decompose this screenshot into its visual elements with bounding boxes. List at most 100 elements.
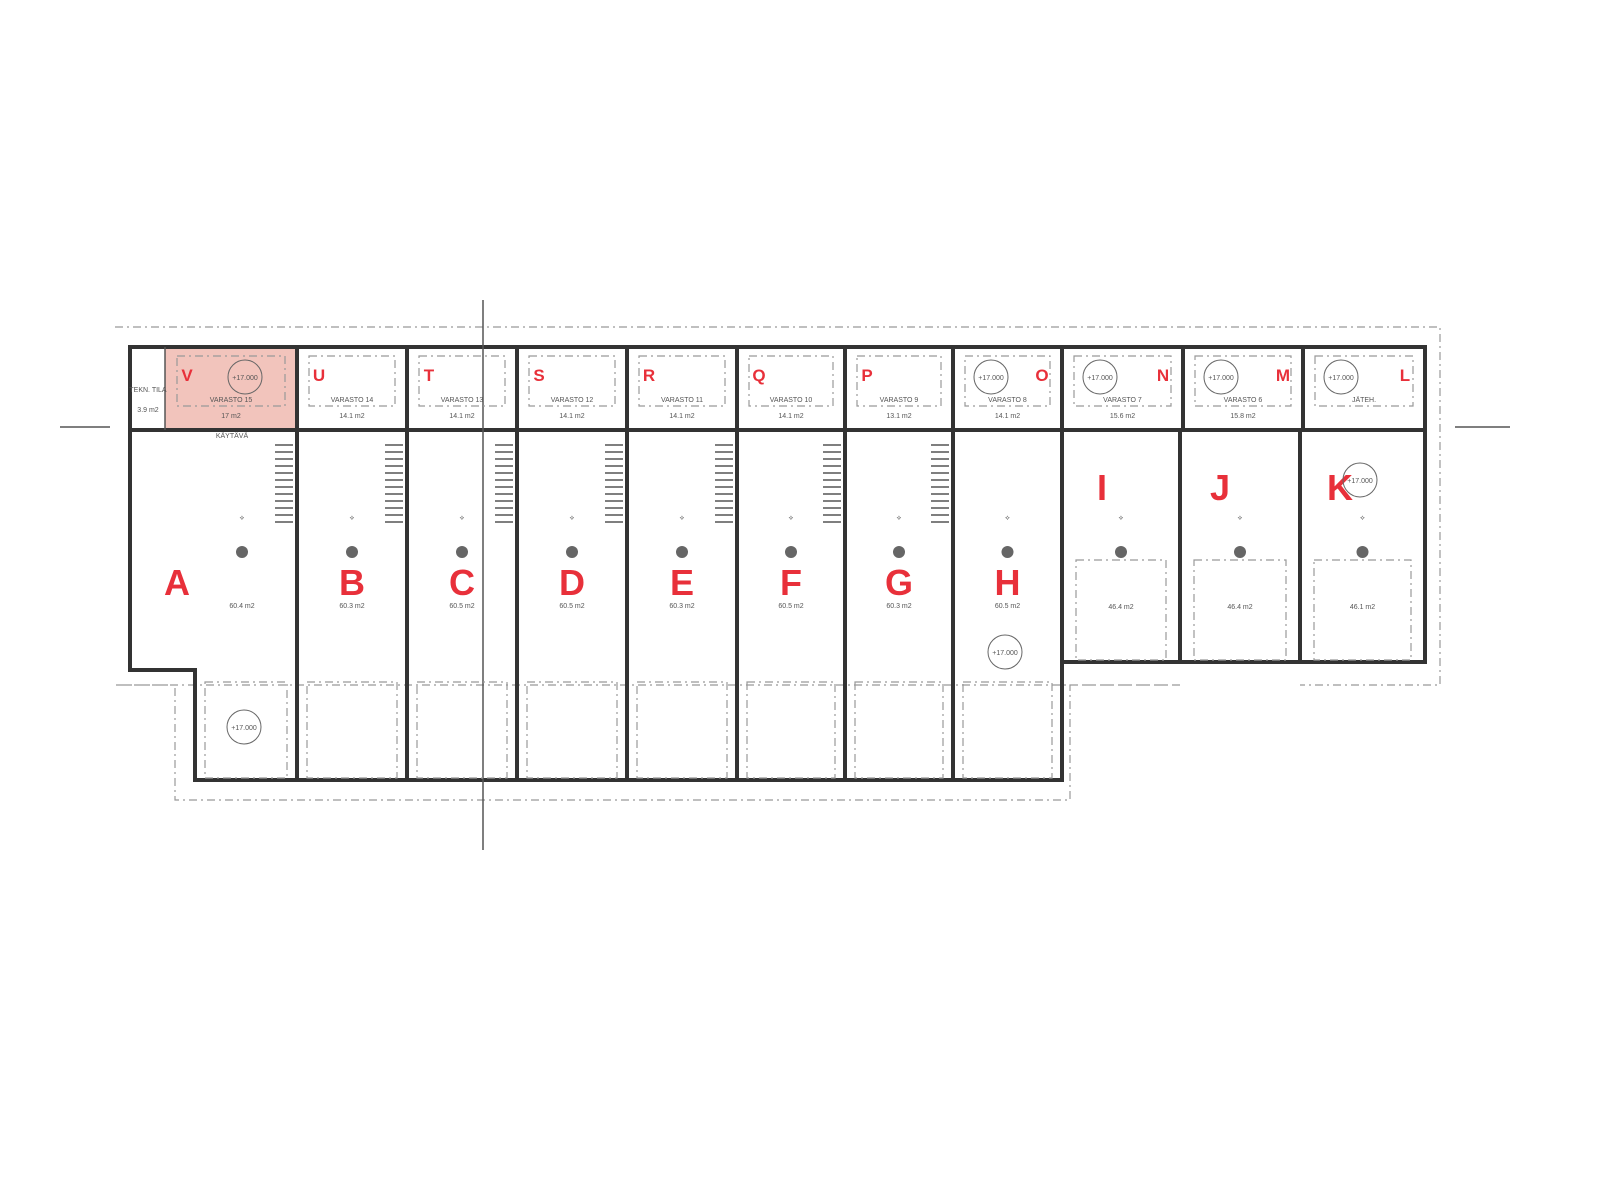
storage-v-highlight[interactable]	[165, 349, 297, 429]
unit-letter-f: F	[780, 562, 802, 603]
unit-letter-k: K	[1327, 467, 1353, 508]
unit-area: 46.4 m2	[1108, 604, 1133, 611]
elevation-marker	[226, 709, 262, 745]
elevation-label: +17.000	[978, 375, 1004, 382]
storage-area: 15.8 m2	[1230, 413, 1255, 420]
elevation-label: +17.000	[992, 650, 1018, 657]
light-fixture-icon: ⟡	[1360, 515, 1365, 522]
storage-outline	[308, 355, 396, 407]
storage-letter-o: O	[1035, 366, 1048, 385]
door-opening-outline	[1075, 559, 1167, 661]
floor-drain-icon	[676, 546, 688, 558]
storage-letter-t: T	[424, 366, 435, 385]
light-fixture-icon: ⟡	[1005, 515, 1010, 522]
storage-letter-u: U	[313, 366, 325, 385]
storage-outline	[176, 355, 286, 407]
unit-area: 46.1 m2	[1350, 604, 1375, 611]
door-opening-outline	[306, 681, 398, 779]
floor-drain-icon	[236, 546, 248, 558]
unit-area: 46.4 m2	[1227, 604, 1252, 611]
storage-letter-n: N	[1157, 366, 1169, 385]
floor-drain-icon	[346, 546, 358, 558]
elevation-label: +17.000	[1347, 478, 1373, 485]
unit-area: 60.4 m2	[229, 603, 254, 610]
storage-area: 14.1 m2	[669, 413, 694, 420]
storage-name: VARASTO 15	[210, 397, 253, 404]
unit-letter-e: E	[670, 562, 694, 603]
door-opening-outline	[204, 681, 288, 779]
elevation-marker	[1323, 359, 1359, 395]
storage-outline	[528, 355, 616, 407]
unit-letter-d: D	[559, 562, 585, 603]
door-opening-outline	[962, 681, 1053, 779]
storage-area: 15.6 m2	[1110, 413, 1135, 420]
storage-name: VARASTO 12	[551, 397, 594, 404]
storage-name: VARASTO 10	[770, 397, 813, 404]
storage-area: 14.1 m2	[559, 413, 584, 420]
storage-outline	[1073, 355, 1172, 407]
storage-letter-q: Q	[752, 366, 765, 385]
floor-drain-icon	[1234, 546, 1246, 558]
site-boundary	[115, 326, 1441, 801]
unit-letter-g: G	[885, 562, 913, 603]
floor-drain-icon	[566, 546, 578, 558]
storage-area: 13.1 m2	[886, 413, 911, 420]
unit-letter-c: C	[449, 562, 475, 603]
elevation-marker	[1203, 359, 1239, 395]
floor-drain-icon	[1115, 546, 1127, 558]
storage-letter-s: S	[533, 366, 544, 385]
door-opening-outline	[746, 681, 836, 779]
storage-name: VARASTO 13	[441, 397, 484, 404]
storage-outline	[1314, 355, 1414, 407]
storage-outline	[418, 355, 506, 407]
storage-name: VARASTO 7	[1103, 397, 1142, 404]
storage-area: 14.1 m2	[778, 413, 803, 420]
elevation-label: +17.000	[1208, 375, 1234, 382]
unit-area: 60.3 m2	[886, 603, 911, 610]
door-opening-outline	[854, 681, 944, 779]
elevation-marker	[987, 634, 1023, 670]
storage-letter-m: M	[1276, 366, 1290, 385]
floor-drain-icon	[1001, 546, 1014, 558]
storage-name: VARASTO 11	[661, 397, 703, 404]
unit-letter-b: B	[339, 562, 365, 603]
storage-name: VARASTO 8	[988, 397, 1027, 404]
light-fixture-icon: ⟡	[350, 515, 355, 522]
light-fixture-icon: ⟡	[240, 515, 245, 522]
door-opening-outline	[1193, 559, 1287, 661]
elevation-label: +17.000	[231, 725, 257, 732]
storage-area: 14.1 m2	[339, 413, 364, 420]
storage-area: 17 m2	[221, 413, 241, 420]
unit-letter-a: A	[164, 562, 190, 603]
small-room-name: TEKN. TILA	[129, 387, 167, 394]
door-opening-outline	[416, 681, 508, 779]
elevation-label: +17.000	[232, 375, 258, 382]
storage-outline	[1194, 355, 1292, 407]
floor-drain-icon	[785, 546, 797, 558]
storage-outline	[964, 355, 1051, 407]
storage-letter-r: R	[643, 366, 655, 385]
light-fixture-icon: ⟡	[570, 515, 575, 522]
elevation-marker	[1082, 359, 1118, 395]
storage-letter-v: V	[181, 366, 193, 385]
door-opening-outline	[526, 681, 618, 779]
floor-drain-icon	[1356, 546, 1369, 558]
storage-outline	[638, 355, 726, 407]
storage-name: JÄTEH.	[1352, 396, 1376, 404]
elevation-marker	[1342, 462, 1378, 498]
elevation-marker	[227, 359, 263, 395]
unit-letter-h: H	[995, 562, 1021, 603]
light-fixture-icon: ⟡	[460, 515, 465, 522]
door-opening-outline	[636, 681, 728, 779]
elevation-marker	[973, 359, 1009, 395]
storage-name: VARASTO 14	[331, 397, 374, 404]
corridor-label: KÄYTÄVÄ	[216, 432, 249, 440]
door-opening-outline	[1313, 559, 1412, 661]
unit-letter-j: J	[1210, 467, 1230, 508]
storage-area: 14.1 m2	[995, 413, 1020, 420]
small-room-area: 3.9 m2	[137, 407, 159, 414]
storage-outline	[748, 355, 834, 407]
unit-area: 60.5 m2	[778, 603, 803, 610]
light-fixture-icon: ⟡	[1238, 515, 1243, 522]
floor-drain-icon	[456, 546, 468, 558]
